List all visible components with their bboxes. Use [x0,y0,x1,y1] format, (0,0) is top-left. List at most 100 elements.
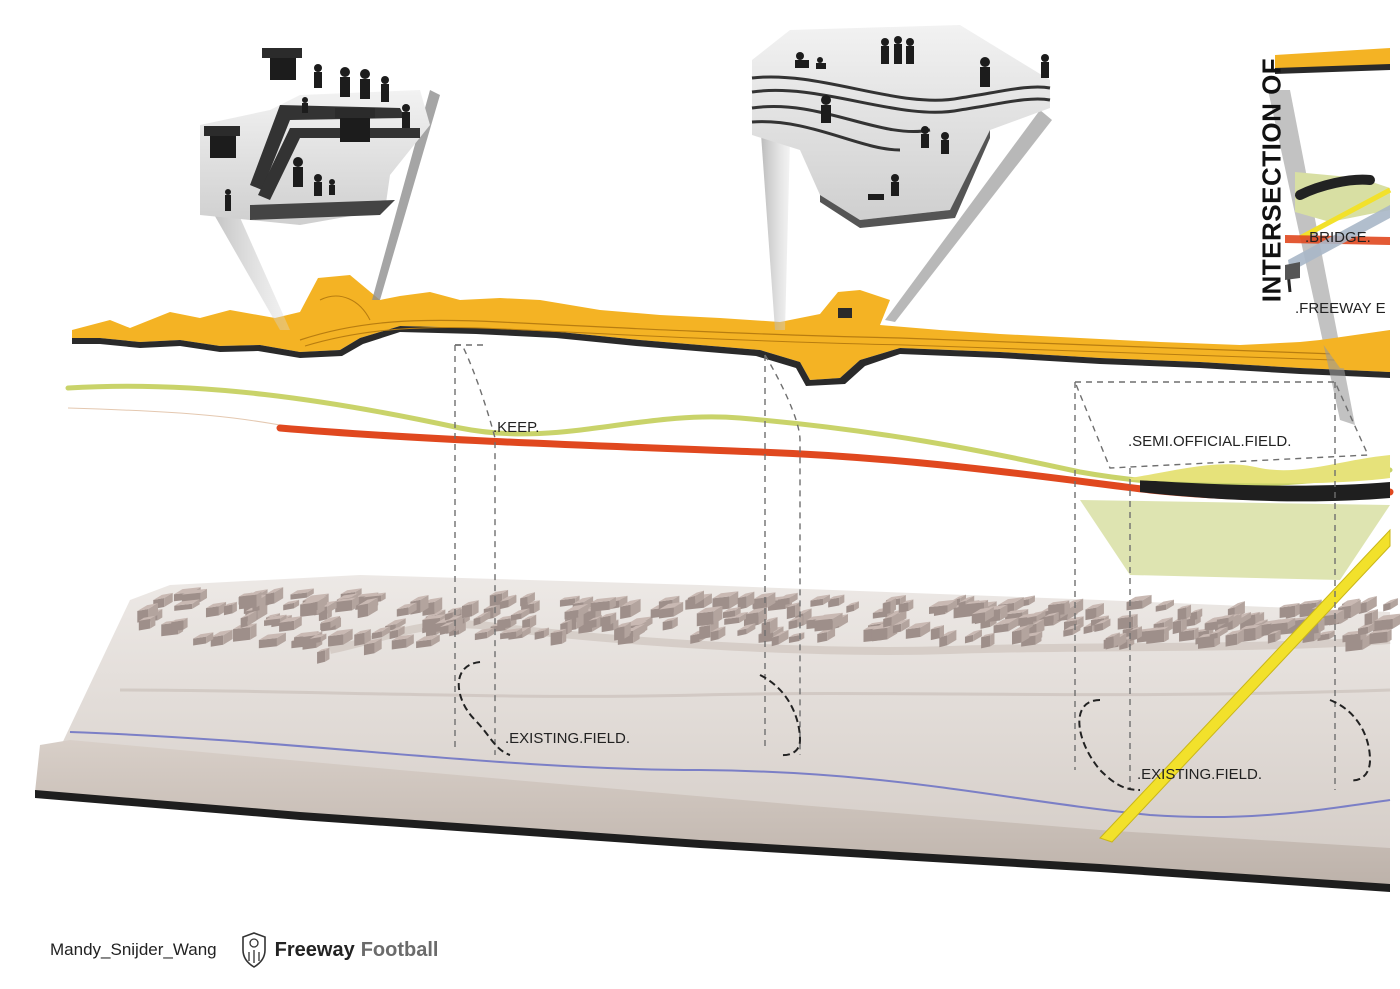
building-wall [964,634,974,644]
building-side [480,611,491,624]
building-roof [1279,603,1300,608]
building-side [746,591,755,608]
building-side [408,602,417,615]
building-side [364,628,371,644]
building-roof [210,629,233,638]
building-wall [846,604,855,613]
building-wall [722,610,736,619]
building-side [901,618,910,632]
building-wall [258,637,277,649]
building-roof [662,616,678,622]
building-side [1000,604,1008,621]
building-wall [489,593,503,607]
building-roof [1267,629,1281,635]
building-roof [1299,599,1322,605]
building-roof [439,621,456,628]
building-roof [687,590,704,598]
building-side [516,627,523,638]
callout-beam-left-2 [372,90,440,300]
building-roof [223,601,237,607]
building-roof [1261,619,1281,625]
building-side [1113,632,1120,648]
building-side [327,600,337,614]
building-wall [871,627,888,642]
building-wall [1374,618,1393,631]
building-side [1021,625,1030,643]
building-wall [320,621,331,631]
building-wall [1043,615,1054,625]
building-wall [1342,633,1361,643]
building-wall [205,606,219,618]
building-side [619,597,625,608]
building-side [487,627,495,639]
building-roof [737,623,756,631]
building-roof [1358,595,1377,604]
building-roof [1338,599,1361,608]
building-side [374,638,382,654]
building-wall [958,600,966,613]
building-roof [930,624,944,630]
building-wall [1105,636,1114,650]
building-roof [1126,594,1152,603]
building-side [1255,624,1262,641]
intersection-inset [1275,48,1392,372]
building-side [1228,614,1234,623]
building-roof [1225,629,1244,636]
building-wall [699,624,711,640]
building-wall [1011,629,1022,645]
building-wall [233,627,251,642]
building-side [633,626,640,643]
building-wall [174,603,193,611]
building-roof [1117,613,1138,619]
building-side [562,628,567,644]
building-side [973,629,982,642]
building-side [718,626,726,640]
building-wall [1094,622,1103,632]
building-roof [265,587,284,595]
building-side [795,601,801,618]
building-roof [560,619,572,624]
building-roof [1005,608,1029,615]
building-side [398,625,405,638]
building-roof [336,593,358,600]
building-side [638,624,645,636]
building-side [673,601,684,617]
building-side [1166,599,1174,610]
callout-beam-mid-2 [885,110,1052,322]
building-wall [363,642,375,656]
building-wall [396,607,409,617]
building-roof [788,616,803,622]
building-roof [410,595,429,602]
building-roof [564,603,589,612]
building-wall [883,616,892,628]
building-side [1255,611,1260,622]
building-side [739,612,748,623]
building-roof [620,598,641,607]
building-roof [510,608,530,616]
building-roof [722,606,741,613]
label-keep: .KEEP. [493,419,539,436]
building-side [1275,629,1281,642]
building-wall [1345,638,1363,652]
building-side [247,610,257,626]
building-roof [588,616,602,621]
building-roof [885,594,906,601]
building-roof [302,631,323,638]
building-wall [753,597,768,610]
building-side [1366,595,1377,613]
building-side [274,587,284,604]
building-roof [1085,603,1104,610]
building-wall [817,632,828,643]
building-roof [240,610,257,619]
building-roof [1369,629,1392,634]
building-wall [590,600,610,612]
building-wall [510,613,522,621]
building-side [729,591,739,609]
building-side [1053,612,1059,623]
building-side [630,598,641,618]
building-wall [335,599,353,613]
building-side [890,598,896,613]
building-side [223,629,233,645]
building-side [797,616,803,628]
building-roof [520,592,535,599]
